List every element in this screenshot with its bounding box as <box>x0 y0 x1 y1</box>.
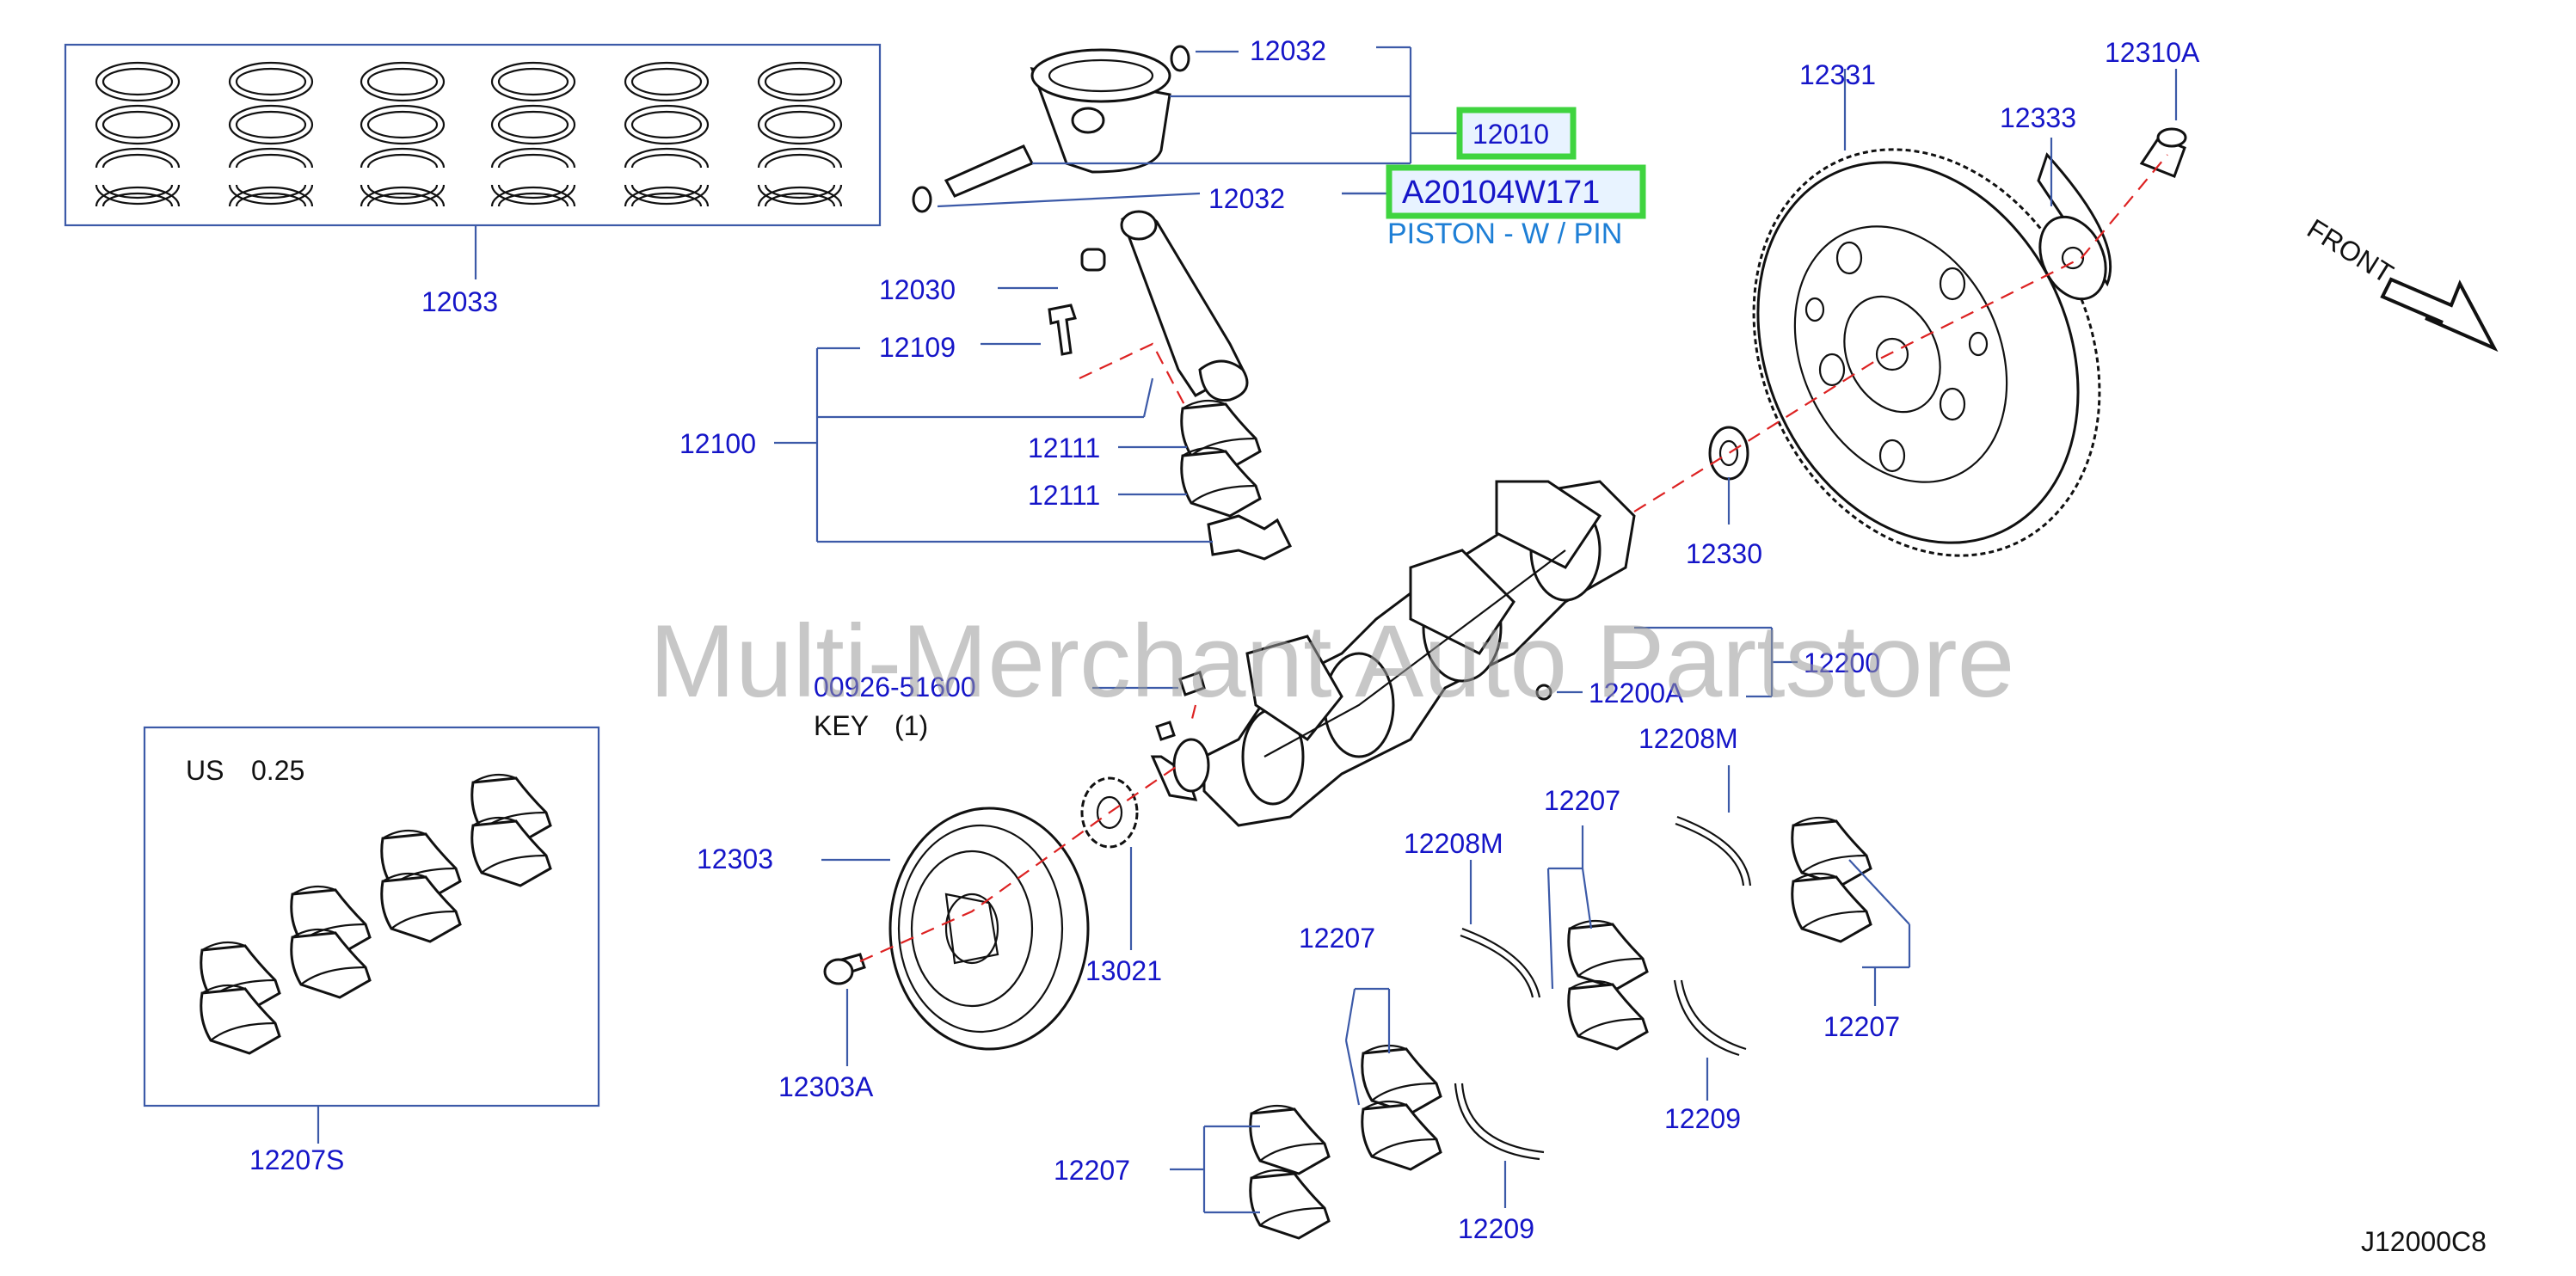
label-12100[interactable]: 12100 <box>679 428 756 459</box>
label-12207-c[interactable]: 12207 <box>1299 923 1375 954</box>
label-12207-d[interactable]: 12207 <box>1054 1155 1130 1186</box>
label-a20104w171[interactable]: A20104W171 <box>1402 175 1600 211</box>
label-12209-a[interactable]: 12209 <box>1664 1103 1741 1134</box>
piston-ring-set <box>64 43 882 279</box>
us-label: US <box>186 755 224 786</box>
crankshaft <box>1150 480 1636 827</box>
label-13021[interactable]: 13021 <box>1085 955 1162 986</box>
label-12333[interactable]: 12333 <box>2000 102 2076 133</box>
main-bearings <box>1170 765 1911 1240</box>
label-12033[interactable]: 12033 <box>421 286 498 317</box>
key-qty: (1) <box>895 710 928 741</box>
label-12111-lower[interactable]: 12111 <box>1028 480 1100 511</box>
label-12111-upper[interactable]: 12111 <box>1028 432 1100 463</box>
label-12032-bottom[interactable]: 12032 <box>1208 183 1285 214</box>
key-label: KEY <box>814 710 869 741</box>
label-12303[interactable]: 12303 <box>697 844 773 874</box>
label-12109[interactable]: 12109 <box>879 332 956 363</box>
label-12310a[interactable]: 12310A <box>2105 37 2200 68</box>
undersize-bearing-set <box>143 726 600 1144</box>
highlight-box-a20104w171 <box>1386 164 1646 219</box>
label-12330[interactable]: 12330 <box>1686 538 1762 569</box>
label-12208m-lower[interactable]: 12208M <box>1404 828 1503 859</box>
watermark: Multi-Merchant Auto Partstore <box>649 604 2014 719</box>
piston-description: PISTON - W / PIN <box>1387 218 1622 250</box>
label-12209-b[interactable]: 12209 <box>1458 1213 1534 1244</box>
label-12200a[interactable]: 12200A <box>1589 678 1684 709</box>
label-12032-top[interactable]: 12032 <box>1250 35 1326 66</box>
connecting-rod <box>774 210 1293 561</box>
label-12207-b[interactable]: 12207 <box>1823 1011 1900 1042</box>
diagram-code: J12000C8 <box>2361 1226 2487 1257</box>
crank-pulley <box>821 764 1179 1066</box>
front-arrow-icon <box>2380 277 2499 353</box>
piston-assembly <box>912 45 1462 213</box>
label-12200[interactable]: 12200 <box>1804 647 1880 678</box>
front-label: FRONT <box>2302 212 2399 289</box>
label-12207s[interactable]: 12207S <box>249 1144 344 1175</box>
label-12207-a[interactable]: 12207 <box>1544 785 1620 816</box>
label-12208m-upper[interactable]: 12208M <box>1638 723 1738 754</box>
highlight-box-12010 <box>1456 107 1577 160</box>
label-12303a[interactable]: 12303A <box>778 1071 874 1102</box>
woodruff-key <box>1178 671 1206 696</box>
label-12030[interactable]: 12030 <box>879 274 956 305</box>
label-12010[interactable]: 12010 <box>1472 119 1549 150</box>
label-00926-51600[interactable]: 00926-51600 <box>814 672 976 702</box>
label-12331[interactable]: 12331 <box>1799 59 1876 90</box>
us-value: 0.25 <box>251 755 304 786</box>
flywheel <box>1633 69 2187 557</box>
